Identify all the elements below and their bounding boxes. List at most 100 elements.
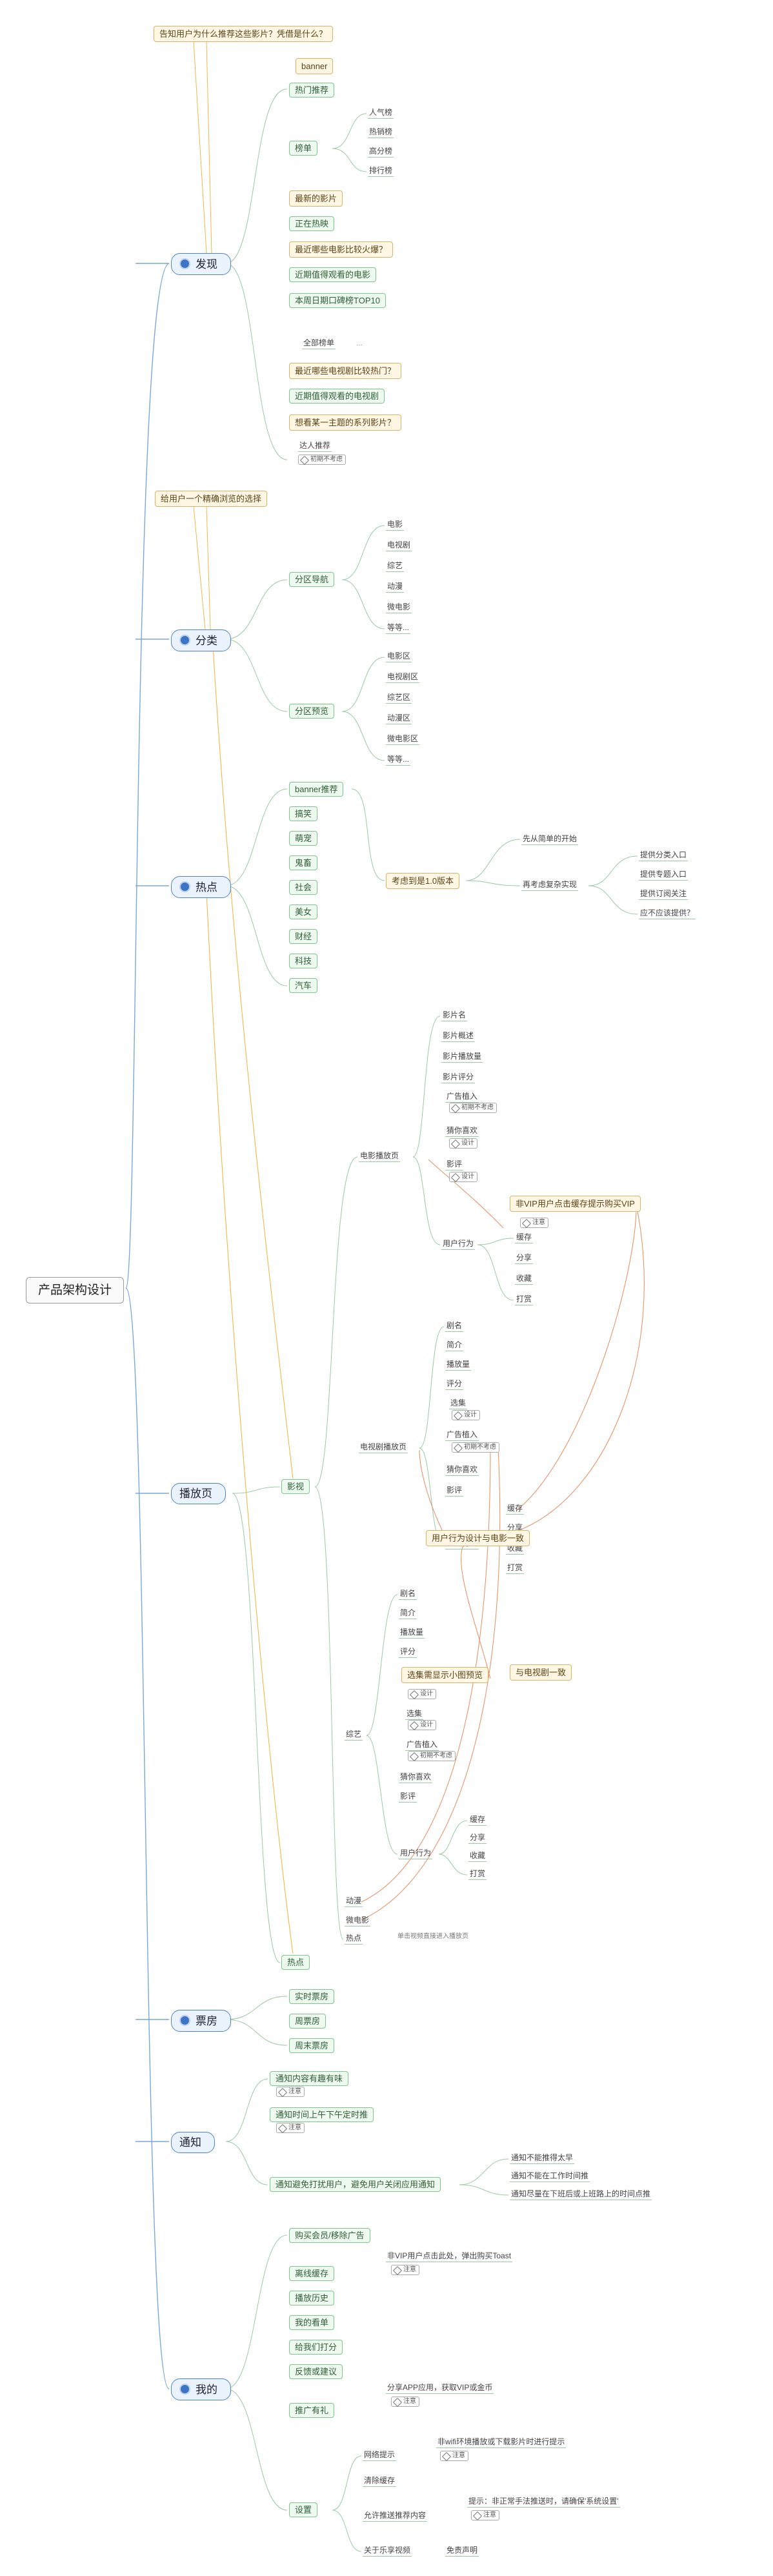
charts[interactable]: 榜单 (289, 141, 318, 156)
tv-item[interactable]: 猜你喜欢 (445, 1466, 479, 1476)
my-list[interactable]: 我的看单 (289, 2315, 335, 2330)
movie-item[interactable]: 猜你喜欢 (445, 1127, 479, 1137)
vip-cache-note[interactable]: 非VIP用户点击缓存提示购买VIP (510, 1196, 641, 1212)
section-preview[interactable]: 分区预览 (289, 704, 335, 719)
movie-action[interactable]: 收藏 (515, 1274, 534, 1285)
hot-item[interactable]: 鬼畜 (289, 855, 318, 870)
expert-pick[interactable]: 达人推荐 (298, 442, 332, 452)
variety-item[interactable]: 简介 (399, 1609, 417, 1619)
topic-hot[interactable]: 热点 (171, 876, 231, 898)
settings[interactable]: 设置 (289, 2502, 318, 2517)
variety-select-note[interactable]: 选集需显示小图预览 (401, 1667, 489, 1683)
movie-page[interactable]: 电影播放页 (359, 1152, 401, 1162)
disclaimer[interactable]: 免责声明 (445, 2546, 479, 2557)
dnd-item[interactable]: 通知不能在工作时间推 (510, 2172, 590, 2182)
movie-item[interactable]: 影片评分 (441, 1073, 476, 1083)
chart-item[interactable]: 人气榜 (368, 108, 394, 119)
variety-action[interactable]: 收藏 (468, 1852, 487, 1862)
tv-action[interactable]: 打赏 (506, 1564, 525, 1574)
hot-item[interactable]: banner推荐 (289, 782, 344, 797)
movie-action[interactable]: 打赏 (515, 1295, 534, 1305)
later-item[interactable]: 提供专题入口 (639, 870, 688, 881)
ticket-item[interactable]: 周票房 (289, 2014, 326, 2029)
nav-item[interactable]: 微电影 (386, 603, 412, 613)
variety-action[interactable]: 缓存 (468, 1815, 487, 1826)
tv-item[interactable]: 播放量 (445, 1360, 472, 1371)
hot-item[interactable]: 汽车 (289, 978, 318, 993)
later-item[interactable]: 应不应该提供？ (639, 909, 696, 919)
all-charts[interactable]: 全部榜单 (302, 339, 336, 349)
playback-hot[interactable]: 热点 (281, 1955, 310, 1970)
tv-item[interactable]: 广告植入 (445, 1431, 479, 1441)
hot-item[interactable]: 科技 (289, 954, 318, 968)
nav-item[interactable]: 综艺 (386, 562, 405, 572)
tv-item[interactable]: 选集 (449, 1399, 468, 1409)
topic-category[interactable]: 分类 (171, 629, 231, 651)
variety-item[interactable]: 影评 (399, 1792, 417, 1803)
notify-timing[interactable]: 通知时间上午下午定时推 (270, 2107, 374, 2122)
variety-same-note[interactable]: 与电视剧一致 (510, 1664, 572, 1681)
ticket-item[interactable]: 周末票房 (289, 2038, 335, 2053)
ticket-item[interactable]: 实时票房 (289, 1989, 335, 2004)
chart-item[interactable]: 热销榜 (368, 128, 394, 138)
nav-item[interactable]: 动漫 (386, 582, 405, 593)
movie-action[interactable]: 缓存 (515, 1233, 534, 1243)
rate-us[interactable]: 给我们打分 (289, 2340, 343, 2355)
variety-page[interactable]: 综艺 (345, 1730, 363, 1741)
question-series[interactable]: 想看某一主题的系列影片？ (289, 414, 402, 431)
now-showing[interactable]: 正在热映 (289, 216, 335, 231)
feedback[interactable]: 反馈或建议 (289, 2364, 343, 2379)
promote-gift[interactable]: 推广有礼 (289, 2403, 335, 2418)
movie-action[interactable]: 分享 (515, 1254, 534, 1264)
offline-cache[interactable]: 离线缓存 (289, 2266, 335, 2281)
movie-item[interactable]: 影片播放量 (441, 1052, 483, 1063)
later-item[interactable]: 提供订阅关注 (639, 890, 688, 900)
variety-item[interactable]: 播放量 (399, 1628, 425, 1639)
preview-item[interactable]: 微电影区 (386, 735, 420, 745)
hot-item[interactable]: 美女 (289, 905, 318, 919)
hot-item[interactable]: 社会 (289, 880, 318, 895)
topic-tickets[interactable]: 票房 (171, 2010, 231, 2032)
dnd-item[interactable]: 通知不能推得太早 (510, 2154, 575, 2164)
notify-interesting[interactable]: 通知内容有趣有味 (270, 2071, 349, 2086)
tv-item[interactable]: 简介 (445, 1341, 464, 1351)
preview-item[interactable]: 电影区 (386, 652, 412, 662)
anime-page[interactable]: 动漫 (345, 1897, 363, 1907)
recent-good-tv[interactable]: 近期值得观看的电视剧 (289, 389, 385, 404)
preview-item[interactable]: 电视剧区 (386, 673, 420, 683)
nav-item[interactable]: 电影 (386, 520, 405, 531)
movie-item[interactable]: 广告植入 (445, 1092, 479, 1103)
preview-item[interactable]: 动漫区 (386, 714, 412, 724)
weekly-top10[interactable]: 本周日期口碑榜TOP10 (289, 293, 386, 308)
nav-item[interactable]: 等等... (386, 624, 411, 634)
latest-films[interactable]: 最新的影片 (289, 190, 343, 207)
variety-user-actions[interactable]: 用户行为 (399, 1849, 433, 1859)
start-simple[interactable]: 先从简单的开始 (521, 835, 579, 845)
topic-notify[interactable]: 通知 (171, 2132, 215, 2153)
network-tip[interactable]: 网络提示 (363, 2451, 397, 2461)
variety-item[interactable]: 评分 (399, 1648, 417, 1658)
hot-item[interactable]: 财经 (289, 929, 318, 944)
question-hot-movies[interactable]: 最近哪些电影比较火爆？ (289, 241, 394, 258)
movie-user-actions[interactable]: 用户行为 (441, 1240, 476, 1250)
buy-vip[interactable]: 购买会员/移除广告 (289, 2228, 370, 2243)
film-tv[interactable]: 影视 (281, 1479, 310, 1494)
tv-action[interactable]: 缓存 (506, 1504, 525, 1515)
preview-item[interactable]: 综艺区 (386, 693, 412, 704)
tv-item[interactable]: 剧名 (445, 1322, 464, 1332)
tv-item[interactable]: 评分 (445, 1380, 464, 1390)
tv-page[interactable]: 电视剧播放页 (359, 1443, 408, 1453)
topic-discover[interactable]: 发现 (171, 253, 231, 275)
micro-film-page[interactable]: 微电影 (345, 1916, 371, 1927)
topic-mine[interactable]: 我的 (171, 2378, 231, 2400)
later-complex[interactable]: 再考虑复杂实现 (521, 881, 579, 891)
preview-item[interactable]: 等等... (386, 755, 411, 766)
topic-playback[interactable]: 播放页 (171, 1483, 226, 1504)
variety-item[interactable]: 选集 (405, 1710, 424, 1720)
variety-item[interactable]: 剧名 (399, 1590, 417, 1600)
tv-item[interactable]: 影评 (445, 1486, 464, 1497)
play-history[interactable]: 播放历史 (289, 2291, 335, 2305)
notify-dnd[interactable]: 通知避免打扰用户，避免用户关闭应用通知 (270, 2177, 441, 2192)
tv-action[interactable]: 收藏 (506, 1544, 525, 1555)
question-hot-tv[interactable]: 最近哪些电视剧比较热门？ (289, 363, 402, 379)
